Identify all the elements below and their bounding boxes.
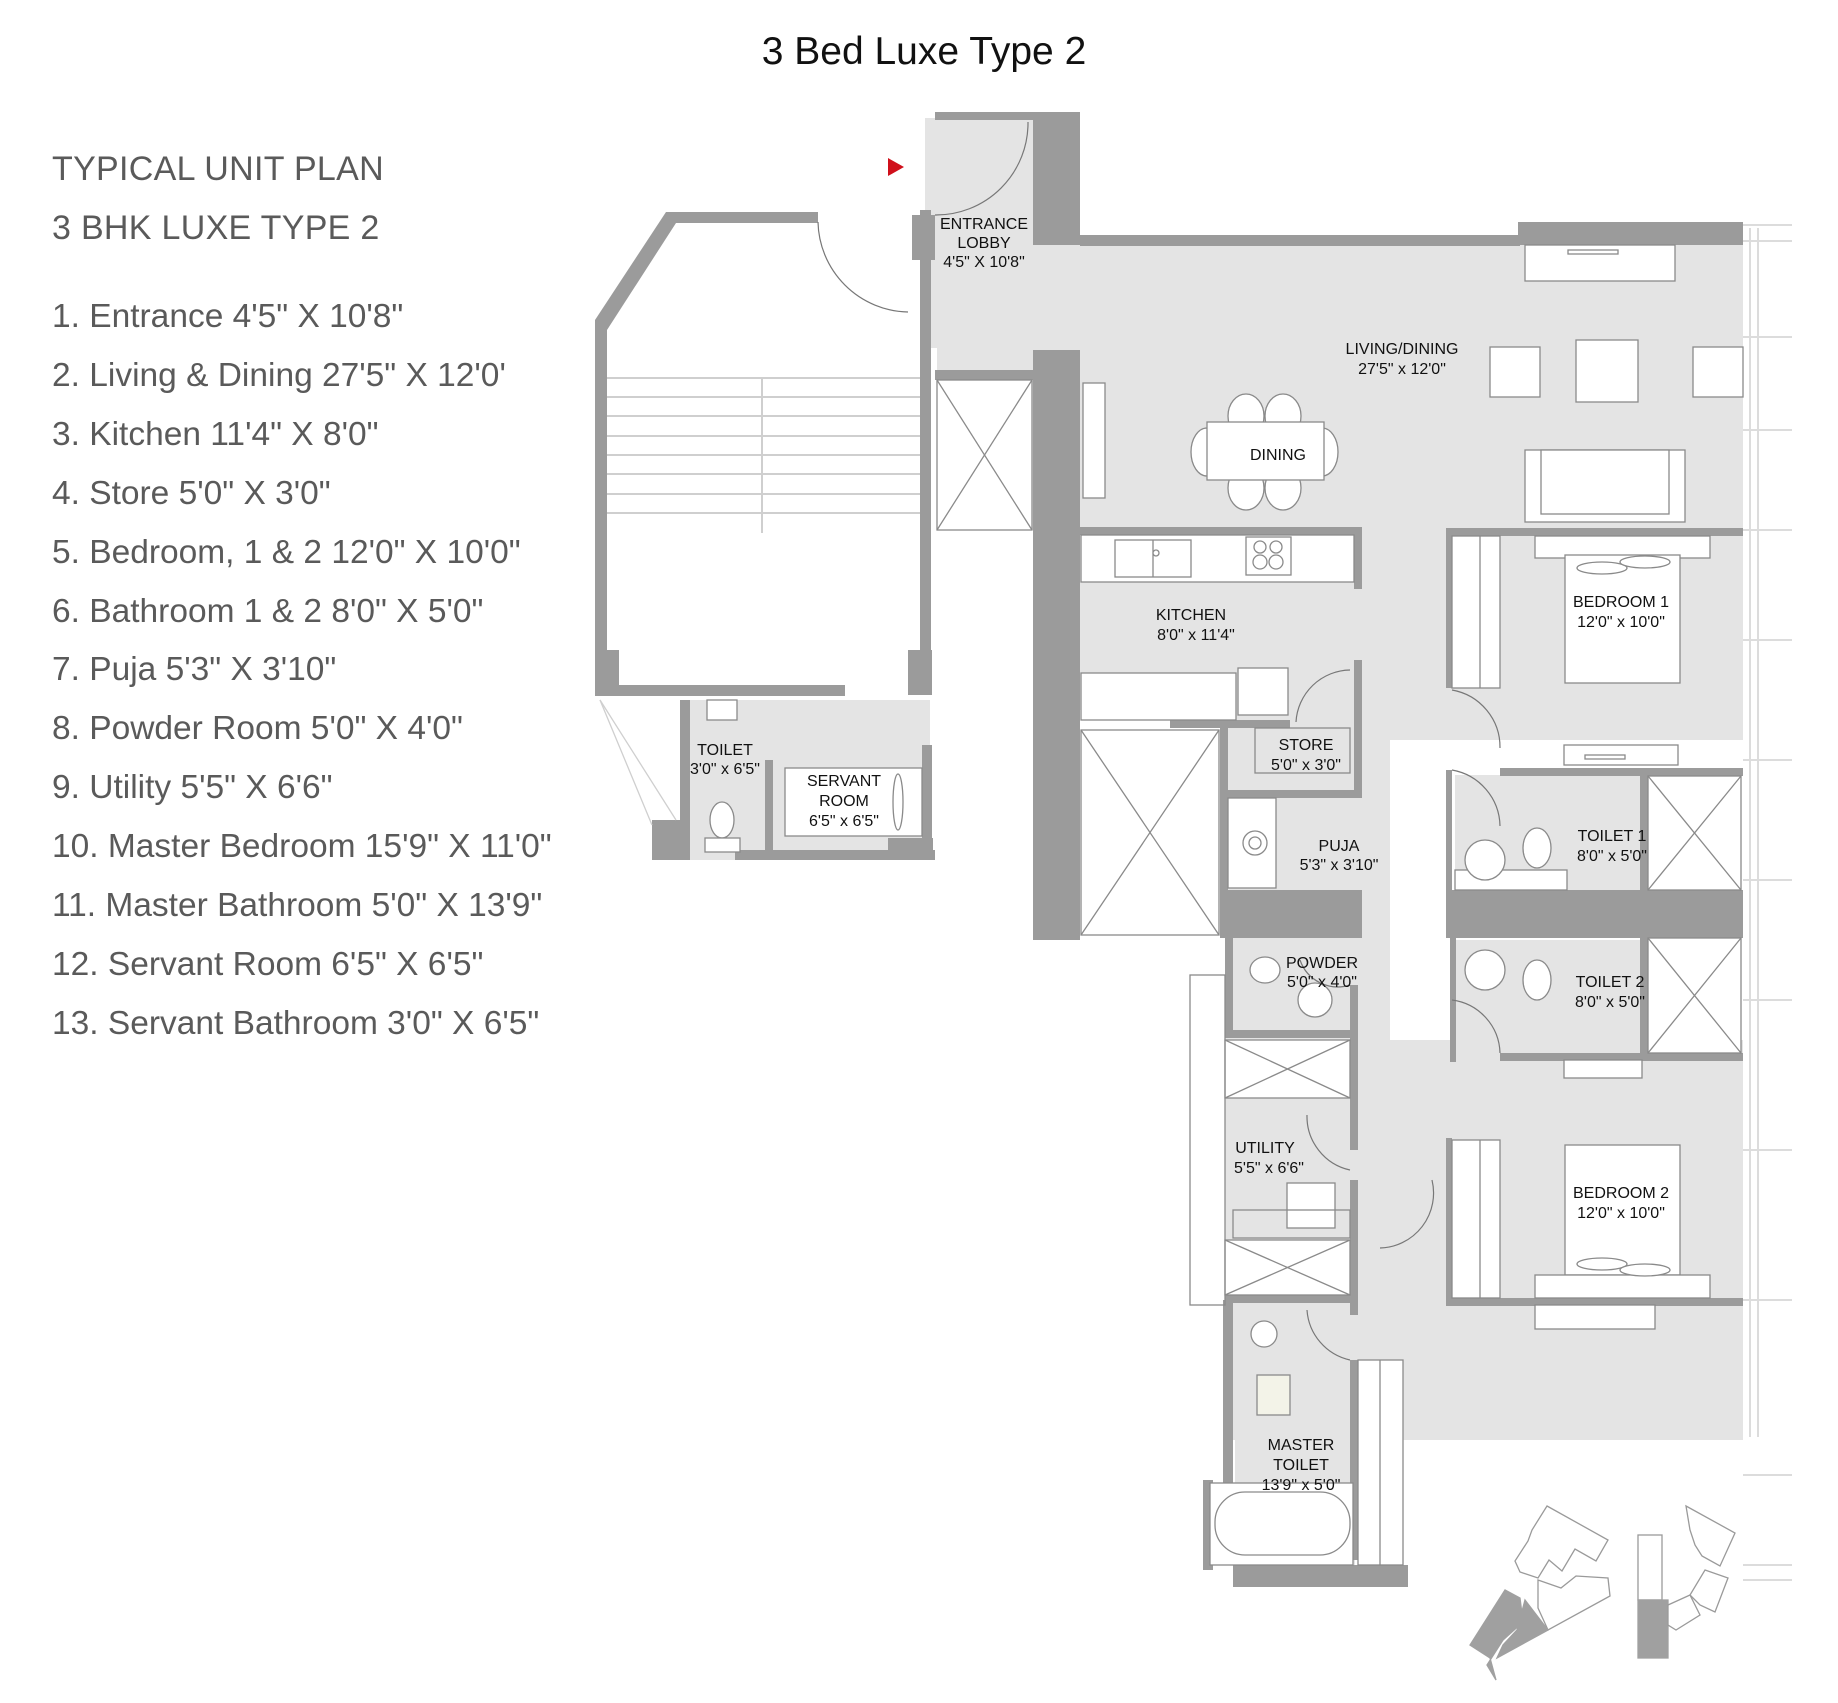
label-servant-toilet-dim: 3'0" x 6'5" [690,761,760,778]
plan-title: 3 Bed Luxe Type 2 [0,30,1838,74]
legend-heading-typical: TYPICAL UNIT PLAN [52,150,384,188]
legend-item-master-bedroom: 10. Master Bedroom 15'9" X 11'0" [52,828,552,866]
label-toilet1-dim: 8'0" x 5'0" [1577,848,1647,865]
label-master-toilet: MASTER [1268,1437,1335,1454]
label-entrance: ENTRANCE [940,216,1028,233]
legend-item-powder-room: 8. Powder Room 5'0" X 4'0" [52,710,463,748]
label-powder: POWDER [1286,955,1358,972]
label-store-dim: 5'0" x 3'0" [1271,757,1341,774]
legend-item-servant-bathroom: 13. Servant Bathroom 3'0" X 6'5" [52,1004,540,1042]
label-living: LIVING/DINING [1346,341,1459,358]
label-bedroom2-dim: 12'0" x 10'0" [1577,1205,1665,1222]
legend-heading-type: 3 BHK LUXE TYPE 2 [52,209,380,247]
label-toilet2-dim: 8'0" x 5'0" [1575,994,1645,1011]
label-toilet1: TOILET 1 [1578,828,1647,845]
room-labels: ENTRANCE LOBBY 4'5" X 10'8" LIVING/DININ… [690,216,1669,1494]
label-utility-dim: 5'5" x 6'6" [1234,1160,1304,1177]
label-puja-dim: 5'3" x 3'10" [1300,857,1379,874]
label-utility: UTILITY [1235,1140,1295,1157]
key-plan-left [1469,1505,1611,1681]
legend-item-bathrooms: 6. Bathroom 1 & 2 8'0" X 5'0" [52,592,484,630]
label-entrance-2: LOBBY [957,235,1011,252]
legend-items: 1. Entrance 4'5" X 10'8" 2. Living & Din… [52,288,552,1054]
label-entrance-dim: 4'5" X 10'8" [943,254,1025,271]
legend-item-kitchen: 3. Kitchen 11'4" X 8'0" [52,415,379,453]
key-plan-right [1637,1504,1736,1659]
label-puja: PUJA [1319,838,1360,855]
legend-item-master-bathroom: 11. Master Bathroom 5'0" X 13'9" [52,887,543,925]
room-legend: TYPICAL UNIT PLAN 3 BHK LUXE TYPE 2 1. E… [52,140,552,1054]
legend-item-store: 4. Store 5'0" X 3'0" [52,474,331,512]
label-servant-room-2: ROOM [819,793,869,810]
label-living-dim: 27'5" x 12'0" [1358,361,1446,378]
label-dining: DINING [1250,447,1306,464]
facade-mullions [1743,224,1792,1581]
staircase [607,377,920,533]
label-kitchen: KITCHEN [1156,607,1226,624]
legend-item-utility: 9. Utility 5'5" X 6'6" [52,769,333,807]
label-bedroom2: BEDROOM 2 [1573,1185,1669,1202]
legend-item-servant-room: 12. Servant Room 6'5" X 6'5" [52,945,484,983]
legend-item-living-dining: 2. Living & Dining 27'5" X 12'0' [52,356,506,394]
walls [595,112,1743,1587]
fixtures [599,244,1744,1566]
legend-item-bedrooms: 5. Bedroom, 1 & 2 12'0" X 10'0" [52,533,521,571]
label-master-toilet-dim: 13'9" x 5'0" [1262,1477,1341,1494]
label-servant-room-dim: 6'5" x 6'5" [809,813,879,830]
label-store: STORE [1279,737,1334,754]
plan-title-text: 3 Bed Luxe Type 2 [761,30,1087,73]
legend-item-puja: 7. Puja 5'3" X 3'10" [52,651,337,689]
label-bedroom1-dim: 12'0" x 10'0" [1577,614,1665,631]
label-powder-dim: 5'0" x 4'0" [1287,974,1357,991]
legend-item-entrance: 1. Entrance 4'5" X 10'8" [52,298,404,335]
label-servant-toilet: TOILET [697,742,753,759]
label-kitchen-dim: 8'0" x 11'4" [1157,627,1235,644]
label-bedroom1: BEDROOM 1 [1573,594,1669,611]
label-servant-room: SERVANT [807,773,881,790]
label-master-toilet-2: TOILET [1273,1457,1329,1474]
door-swings [817,121,1501,1361]
entry-marker-icon [888,158,904,176]
label-toilet2: TOILET 2 [1576,974,1645,991]
